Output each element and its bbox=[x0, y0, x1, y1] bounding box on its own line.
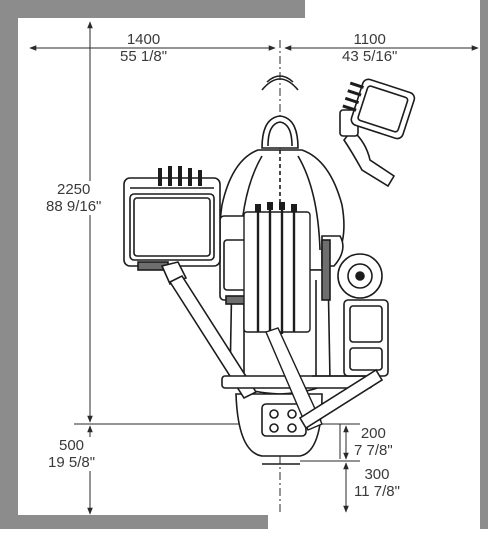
width-right-metric: 1100 bbox=[353, 31, 386, 48]
headrest-arc-icon bbox=[261, 75, 299, 91]
dimension-width-left: 1400 55 1/8" bbox=[118, 31, 169, 65]
dimension-rear-clearance: 500 19 5/8" bbox=[46, 437, 98, 471]
doctor-tray bbox=[342, 78, 416, 140]
offset-b-metric: 300 bbox=[364, 466, 390, 483]
offset-a-metric: 200 bbox=[360, 425, 386, 442]
assistant-instruments bbox=[158, 166, 202, 186]
rear-clearance-imperial: 19 5/8" bbox=[48, 454, 96, 471]
handpiece-heads bbox=[255, 202, 297, 212]
wall-top bbox=[0, 0, 305, 18]
dimension-width-right: 1100 43 5/16" bbox=[340, 31, 399, 65]
handpiece-hoses bbox=[256, 208, 296, 334]
offset-b-imperial: 11 7/8" bbox=[354, 483, 400, 500]
assistant-tray bbox=[123, 166, 221, 271]
support-arm-right bbox=[298, 368, 384, 430]
offset-a-imperial: 7 7/8" bbox=[354, 442, 393, 459]
chair-headrest bbox=[261, 115, 299, 149]
width-left-imperial: 55 1/8" bbox=[120, 48, 168, 65]
wall-bottom bbox=[0, 515, 268, 529]
doctor-tray-arm bbox=[339, 109, 396, 188]
width-left-metric: 1400 bbox=[126, 31, 161, 48]
depth-total-metric: 2250 bbox=[57, 181, 91, 198]
depth-total-imperial: 88 9/16" bbox=[46, 198, 102, 215]
rear-clearance-metric: 500 bbox=[59, 437, 85, 454]
dimension-offset-b: 300 11 7/8" bbox=[352, 466, 402, 500]
dimension-depth-total: 2250 88 9/16" bbox=[44, 181, 104, 215]
dimension-offset-a: 200 7 7/8" bbox=[352, 425, 395, 459]
wall-right bbox=[480, 0, 488, 529]
doctor-instrument-unit bbox=[243, 202, 323, 431]
water-unit bbox=[312, 235, 389, 377]
width-right-imperial: 43 5/16" bbox=[342, 48, 398, 65]
wall-left bbox=[0, 0, 18, 529]
